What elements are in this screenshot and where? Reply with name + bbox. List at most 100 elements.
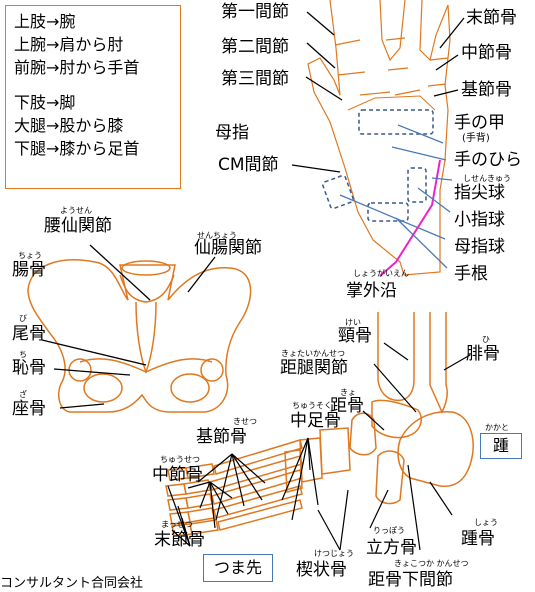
cuneiforms xyxy=(284,427,351,493)
label-foot-chusetsu: 中節骨 xyxy=(152,465,203,485)
ruby-chi: ち xyxy=(19,350,27,359)
navicular xyxy=(349,412,377,456)
pelvis-illustration xyxy=(27,259,252,413)
ruby-kyotai: きょたいかんせつ xyxy=(281,349,345,358)
ruby-yosen: ようせん xyxy=(60,206,92,215)
label-dai3-kansetsu: 第三間節 xyxy=(221,69,289,89)
ruby-bi: び xyxy=(19,314,27,323)
ruby-shogaien: しょうがいえん xyxy=(353,268,409,278)
pelvis-labels: ようせん 腰仙関節 せんちょう 仙腸関節 ちょう 腸骨 び 尾骨 ち 恥骨 ざ … xyxy=(12,206,262,419)
legend-lower-leg: 下腿→膝から足首 xyxy=(14,139,140,158)
hand-palm-line xyxy=(347,95,436,111)
pelvis-pointers xyxy=(41,244,216,409)
label-kakato: 踵 xyxy=(492,436,509,455)
label-te-no-ko-sub: (手背) xyxy=(462,131,490,144)
label-boshikyu: 母指球 xyxy=(454,237,505,257)
ruby-kyokotsuka: きょこつか かんせつ xyxy=(394,559,469,568)
label-kei: 頸骨 xyxy=(338,326,372,346)
ruby-ketsujo: けつじょう xyxy=(314,549,354,558)
label-shoshikyu: 小指球 xyxy=(454,210,505,230)
label-cm-kansetsu: CM間節 xyxy=(218,155,279,175)
ruby-shisenkyu: しせんきゅう xyxy=(463,174,511,183)
label-tsumasaki: つま先 xyxy=(213,558,262,577)
ruby-senchou: せんちょう xyxy=(197,231,237,240)
label-bi: 尾骨 xyxy=(12,324,46,344)
ruby-rippo: りっぽう xyxy=(373,526,405,535)
label-foot-massetsu: 末節骨 xyxy=(154,530,205,550)
label-rippo: 立方骨 xyxy=(366,538,417,558)
label-shukon: 手根 xyxy=(454,264,488,284)
hand-ulnar-edge xyxy=(379,159,441,277)
legend-lower-limb: 下肢→脚 xyxy=(14,93,76,112)
sacrum-top xyxy=(121,260,171,276)
label-za: 座骨 xyxy=(12,399,46,419)
hand-illustration xyxy=(307,0,451,276)
region-thenar-small xyxy=(322,174,354,210)
label-foot-kisetsu: 基節骨 xyxy=(196,427,247,447)
label-shogaien: 掌外沿 xyxy=(346,281,397,301)
label-hand-kisetsu: 基節骨 xyxy=(461,80,512,100)
hand-regions xyxy=(322,109,434,222)
obturator-left xyxy=(83,373,123,403)
hand-outline xyxy=(307,0,451,276)
ruby-chou: ちょう xyxy=(18,251,42,260)
obturator-right xyxy=(170,373,210,403)
legend-upper-limb: 上肢→腕 xyxy=(14,12,76,31)
label-chusoku: 中足骨 xyxy=(290,411,341,431)
ruby-kakato: かかと xyxy=(485,423,509,432)
ruby-foot-massetsu: まっせつ xyxy=(161,520,193,529)
pelvis-outline xyxy=(27,259,252,413)
tibia xyxy=(377,312,415,402)
label-dai2-kansetsu: 第二間節 xyxy=(221,37,289,57)
label-hand-massetsu: 末節骨 xyxy=(466,8,517,28)
label-hi: 腓骨 xyxy=(466,344,500,364)
label-kyotai: 距腿関節 xyxy=(280,358,348,378)
label-ketsujo: 楔状骨 xyxy=(296,560,347,580)
ruby-chusoku: ちゅうそく xyxy=(292,401,332,410)
label-te-no-ko: 手の甲 xyxy=(454,113,505,133)
ruby-foot-kisetsu: きせつ xyxy=(233,417,257,426)
label-boshi: 母指 xyxy=(215,123,249,143)
label-hand-chusetsu: 中節骨 xyxy=(461,43,512,63)
legend-forearm: 前腕→肘から手首 xyxy=(14,58,140,77)
fibula xyxy=(429,312,448,414)
foot-pointers xyxy=(167,342,471,551)
ruby-hi: ひ xyxy=(482,335,490,344)
label-chi: 恥骨 xyxy=(12,358,46,378)
label-yosen: 腰仙関節 xyxy=(44,216,112,236)
label-shisenkyu: 指尖球 xyxy=(454,183,505,203)
footer-credit: コンサルタント合同会社 xyxy=(0,576,144,591)
talus xyxy=(371,399,422,439)
hand-pointer-lines xyxy=(339,124,453,269)
legend-thigh: 大腿→股から膝 xyxy=(14,116,124,135)
legend-box: 上肢→腕 上腕→肩から肘 前腕→肘から手首 下肢→脚 大腿→股から膝 下腿→膝か… xyxy=(5,5,181,189)
label-te-no-hira: 手のひら xyxy=(454,150,522,170)
metatarsals xyxy=(209,439,303,531)
hand-labels: 第一間節 第二間節 第三間節 末節骨 中節骨 基節骨 母指 CM間節 手の甲 (… xyxy=(215,2,522,301)
foot-labels: けい 頸骨 ひ 腓骨 きょたいかんせつ 距腿関節 きょ 距骨 ちゅうそく 中足骨… xyxy=(152,318,509,590)
label-dai1-kansetsu: 第一間節 xyxy=(221,2,289,22)
hand-black-pointers xyxy=(291,11,465,173)
ruby-foot-chusetsu: ちゅうせつ xyxy=(160,455,200,464)
sacrum xyxy=(119,274,175,375)
hip-socket-right xyxy=(200,358,224,382)
label-chou: 腸骨 xyxy=(12,260,46,280)
region-hypothenar xyxy=(407,167,427,203)
toe-tips xyxy=(165,467,193,537)
ruby-kei: けい xyxy=(345,318,361,327)
label-senchou: 仙腸関節 xyxy=(194,238,262,258)
label-shou: 踵骨 xyxy=(461,529,495,549)
hand-creases xyxy=(334,37,449,96)
legend-upper-arm: 上腕→肩から肘 xyxy=(14,35,124,54)
foot-illustration xyxy=(165,312,474,537)
calcaneus xyxy=(397,411,474,488)
ruby-za: ざ xyxy=(19,389,27,399)
tsumasaki-box: つま先 xyxy=(203,554,273,582)
region-fingertip-pad xyxy=(358,109,434,135)
pubic-arch xyxy=(79,358,213,373)
label-kyo: 距骨 xyxy=(330,396,364,416)
ruby-shou: しょう xyxy=(474,518,498,527)
label-kyokotsuka: 距骨下間節 xyxy=(368,570,453,590)
ruby-kyo: きょ xyxy=(340,388,356,397)
